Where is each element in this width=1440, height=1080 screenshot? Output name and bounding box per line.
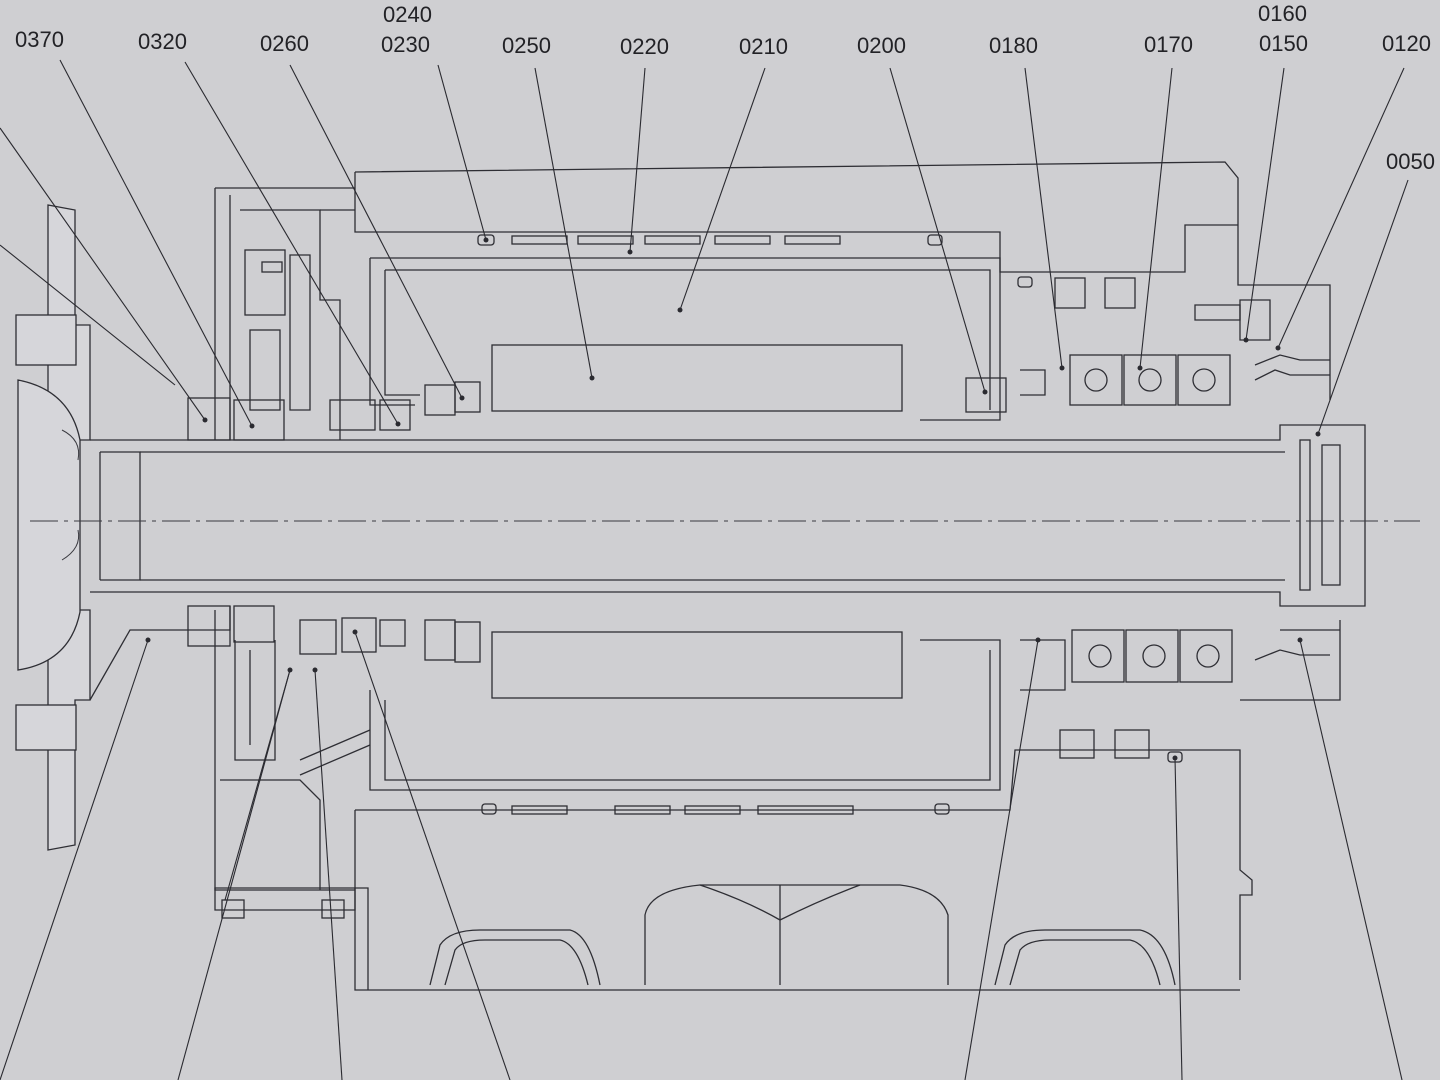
bearing-pack-upper (1020, 299, 1330, 406)
callout-0320: 0320 (138, 29, 187, 54)
callout-0220: 0220 (620, 34, 669, 59)
housing-upper (187, 161, 1331, 441)
callout-0230: 0230 (381, 32, 430, 57)
callout-0160: 0160 (1258, 1, 1307, 26)
leader-endpoints (145, 237, 1321, 761)
callout-0180: 0180 (989, 33, 1038, 58)
bearing-pack-lower (1020, 629, 1340, 691)
callout-0200: 0200 (857, 33, 906, 58)
callout-0260: 0260 (260, 31, 309, 56)
callout-0370: 0370 (15, 27, 64, 52)
front-flange (15, 204, 91, 851)
callout-0120: 0120 (1382, 31, 1431, 56)
leader-lines (0, 59, 1409, 1080)
callout-0240: 0240 (383, 2, 432, 27)
spindle-shaft (30, 424, 1420, 607)
callout-0210: 0210 (739, 34, 788, 59)
callout-labels: 0370 0320 0260 0240 0230 0250 0220 0210 … (15, 1, 1435, 174)
callout-0250: 0250 (502, 33, 551, 58)
callout-0050: 0050 (1386, 149, 1435, 174)
housing-lower (89, 605, 1341, 991)
callout-0170: 0170 (1144, 32, 1193, 57)
callout-0150: 0150 (1259, 31, 1308, 56)
